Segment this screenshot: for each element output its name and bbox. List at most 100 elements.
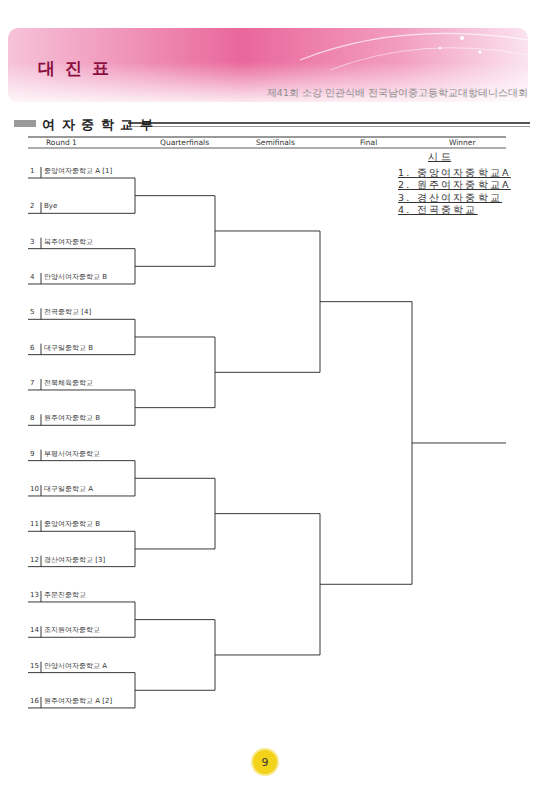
entry-line [28, 566, 135, 567]
entry-name: 중앙여자중학교 B [44, 521, 100, 528]
entry-line [28, 637, 135, 638]
entry-name: 안양서여자중학교 A [44, 663, 107, 670]
entry-line [28, 672, 135, 673]
entry-name: 대구일중학교 B [44, 345, 93, 352]
seed-entry: 1. 중앙여자중학교A [398, 168, 511, 178]
entry-divider [41, 626, 42, 637]
entry-divider [41, 273, 42, 284]
page-number-badge: 9 [253, 750, 277, 774]
entry-line [28, 531, 135, 532]
entry-divider [41, 697, 42, 708]
entry-name: 경산여자중학교 [3] [44, 557, 105, 564]
bracket-advance [320, 584, 412, 585]
entry-name: 부평서여자중학교 [44, 451, 100, 458]
bracket-advance [135, 336, 215, 337]
entry-line [28, 707, 135, 708]
entry-line [28, 319, 135, 320]
entry-divider [41, 379, 42, 390]
bracket-advance [135, 195, 215, 196]
entry-number: 6 [30, 345, 34, 352]
entry-number: 12 [30, 557, 39, 564]
bracket-advance [135, 407, 215, 408]
entry-number: 14 [30, 627, 39, 634]
entry-name: 원주여자중학교 B [44, 415, 100, 422]
entry-line [28, 248, 135, 249]
entry-divider [41, 556, 42, 567]
entry-name: 중앙여자중학교 A [1] [44, 168, 112, 175]
entry-line [28, 354, 135, 355]
seed-entry: 4. 전곡중학교 [398, 205, 478, 215]
entry-name: 주문진중학교 [44, 592, 86, 599]
entry-name: 전북체육중학교 [44, 380, 93, 387]
entry-divider [41, 238, 42, 249]
banner-swoosh [330, 48, 528, 70]
entry-line [28, 283, 135, 284]
entry-divider [41, 414, 42, 425]
entry-line [28, 460, 135, 461]
bracket-advance [320, 301, 412, 302]
column-header: Semifinals [256, 139, 295, 147]
header-rule [28, 137, 506, 138]
entry-divider [41, 662, 42, 673]
column-header: Round 1 [46, 139, 77, 147]
entry-name: Bye [44, 203, 57, 210]
page-title: 대 진 표 [38, 60, 111, 77]
entry-number: 5 [30, 309, 34, 316]
seed-heading: 시 드 [428, 152, 451, 162]
entry-divider [41, 344, 42, 355]
seed-entry: 3. 경산여자중학교 [398, 193, 502, 203]
entry-name: 대구일중학교 A [44, 486, 93, 493]
entry-line [28, 389, 135, 390]
entry-number: 13 [30, 592, 39, 599]
entry-number: 8 [30, 415, 34, 422]
entry-name: 전곡중학교 [4] [44, 309, 91, 316]
entry-number: 15 [30, 663, 39, 670]
entry-number: 3 [30, 239, 34, 246]
bracket-advance [215, 513, 320, 514]
entry-name: 복주여자중학교 [44, 239, 93, 246]
seed-entry: 2. 원주여자중학교A [398, 180, 511, 190]
entry-divider [41, 485, 42, 496]
column-header: Final [360, 139, 377, 147]
bracket-advance [135, 619, 215, 620]
bracket-advance [215, 230, 320, 231]
column-header: Winner [449, 139, 476, 147]
entry-number: 9 [30, 451, 34, 458]
entry-number: 11 [30, 521, 39, 528]
event-subtitle: 제41회 소강 민관식배 전국남여중고등학교대항테니스대회 [267, 88, 528, 98]
entry-number: 7 [30, 380, 34, 387]
section-heading: 여 자 중 학 교 부 [42, 118, 154, 131]
entry-number: 10 [30, 486, 39, 493]
entry-line [28, 495, 135, 496]
entry-divider [41, 591, 42, 602]
entry-divider [41, 167, 42, 178]
entry-number: 4 [30, 274, 34, 281]
bracket-advance [412, 442, 506, 443]
bracket-advance [135, 690, 215, 691]
header-rule [28, 148, 506, 149]
entry-number: 1 [30, 168, 34, 175]
bracket-advance [135, 478, 215, 479]
entry-divider [41, 450, 42, 461]
entry-name: 안양서여자중학교 B [44, 274, 107, 281]
bracket-advance [215, 372, 320, 373]
entry-name: 조지원여자중학교 [44, 627, 100, 634]
entry-line [28, 213, 135, 214]
entry-line [28, 178, 135, 179]
entry-line [28, 425, 135, 426]
header-banner [8, 28, 528, 102]
entry-name: 원주여자중학교 A [2] [44, 698, 112, 705]
page-number: 9 [262, 756, 269, 769]
banner-sparkle [439, 47, 441, 49]
bracket-advance [135, 548, 215, 549]
bracket-advance [215, 654, 320, 655]
banner-swoosh [300, 33, 528, 60]
entry-number: 2 [30, 203, 34, 210]
section-rule [128, 122, 530, 124]
section-rule [14, 120, 36, 127]
entry-number: 16 [30, 698, 39, 705]
bracket-advance [135, 266, 215, 267]
entry-divider [41, 202, 42, 213]
banner-sparkle [460, 36, 464, 40]
bracket-lines [28, 167, 506, 708]
